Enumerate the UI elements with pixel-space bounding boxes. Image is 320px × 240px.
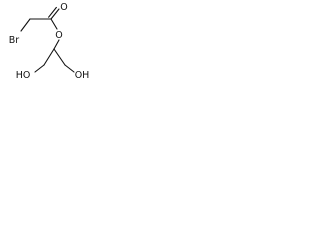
atom-labels: Br O O HO OH (9, 2, 90, 81)
bond-carbonyl-double-b (48, 6, 57, 18)
bond-ch2-right-oh (64, 64, 75, 73)
hydroxyl-left-label: HO (16, 70, 31, 81)
bond-br-ch2 (20, 18, 31, 32)
bond-carbonyl-double-a (50, 8, 60, 20)
bond-carbonyl-ester-o (50, 18, 58, 30)
ester-oxygen-label: O (55, 30, 62, 41)
bond-ch2-left-oh (34, 64, 45, 73)
bond-ester-o-ch (53, 39, 60, 50)
bromine-label: Br (9, 35, 20, 46)
carbonyl-oxygen-label: O (60, 2, 67, 13)
bond-ch-ch2-right (53, 48, 66, 66)
bond-lines (20, 6, 75, 73)
bond-ch-ch2-left (43, 48, 55, 66)
molecule-structure: Br O O HO OH (9, 2, 90, 81)
hydroxyl-right-label: OH (75, 70, 90, 81)
